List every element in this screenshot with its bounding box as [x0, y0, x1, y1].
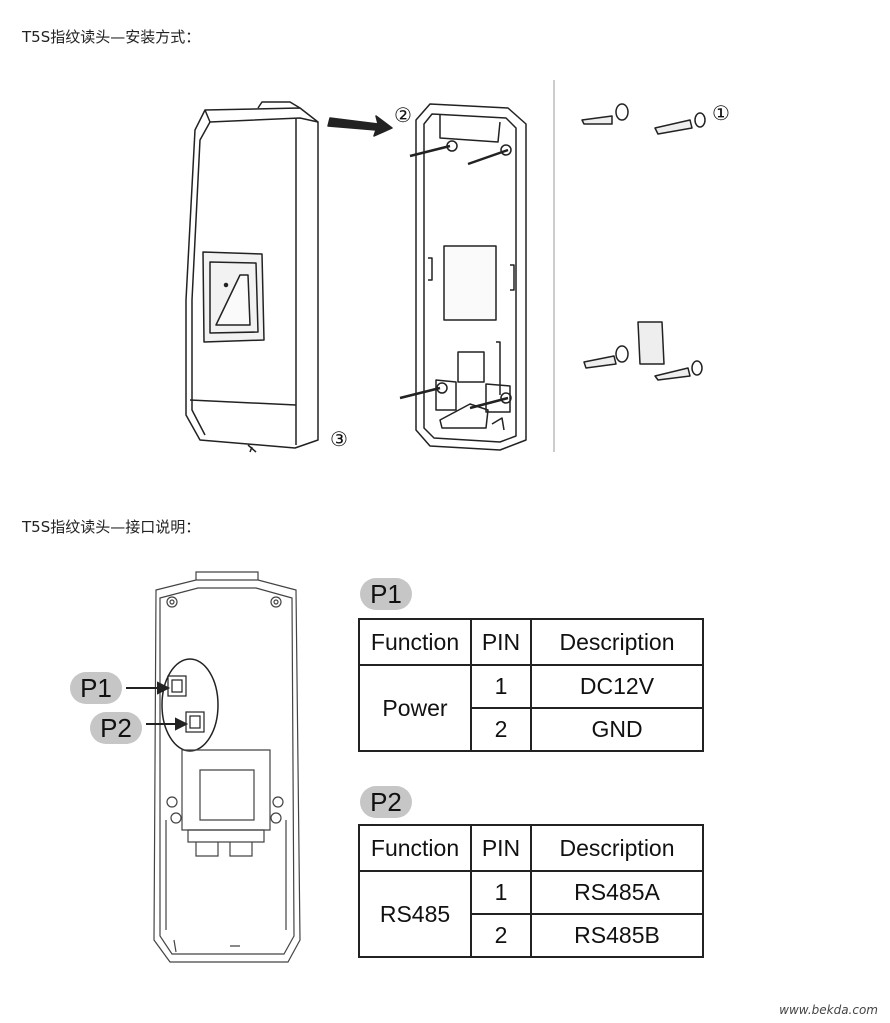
- table-row: Power 1 DC12V: [358, 664, 704, 752]
- table-row: RS485 1 RS485A: [358, 870, 704, 958]
- callout-p1: P1: [70, 672, 122, 704]
- table-p1-title: P1: [360, 578, 412, 610]
- p2-pin-table: Function PIN Description RS485 1 RS485A …: [358, 824, 704, 958]
- header-description: Description: [530, 618, 704, 666]
- reader-device: [185, 101, 319, 453]
- header-description: Description: [530, 824, 704, 872]
- step-2-label: ②: [394, 103, 412, 127]
- pin-cell: 1: [470, 664, 532, 709]
- description-cell: GND: [530, 707, 704, 752]
- pin-cell: 1: [470, 870, 532, 915]
- table-p2-title: P2: [360, 786, 412, 818]
- step-3-label: ③: [330, 427, 348, 451]
- header-function: Function: [358, 618, 472, 666]
- watermark: www.bekda.com: [779, 1003, 878, 1017]
- header-pin: PIN: [470, 824, 532, 872]
- function-cell: RS485: [358, 870, 472, 958]
- table-row: 2 GND: [359, 707, 704, 752]
- table-row: 2 RS485B: [359, 913, 704, 958]
- description-cell: RS485B: [530, 913, 704, 958]
- reader-back-illustration: [153, 571, 301, 963]
- function-cell: Power: [358, 664, 472, 752]
- pin-cell: 2: [470, 707, 532, 752]
- p1-pin-table: Function PIN Description Power 1 DC12V 2…: [358, 618, 704, 752]
- insert-arrow: [327, 115, 393, 137]
- header-function: Function: [358, 824, 472, 872]
- pin-cell: 2: [470, 913, 532, 958]
- table-header-row: Function PIN Description: [358, 824, 704, 872]
- callout-p2: P2: [90, 712, 142, 744]
- wall-anchors: [581, 103, 706, 381]
- callout-arrows: [126, 681, 189, 731]
- interface-heading: T5S指纹读头—接口说明：: [22, 518, 201, 536]
- description-cell: RS485A: [530, 870, 704, 915]
- step-1-label: ①: [712, 101, 730, 125]
- header-pin: PIN: [470, 618, 532, 666]
- table-header-row: Function PIN Description: [358, 618, 704, 666]
- description-cell: DC12V: [530, 664, 704, 709]
- installation-heading: T5S指纹读头—安装方式：: [22, 28, 201, 46]
- back-plate: [399, 103, 527, 451]
